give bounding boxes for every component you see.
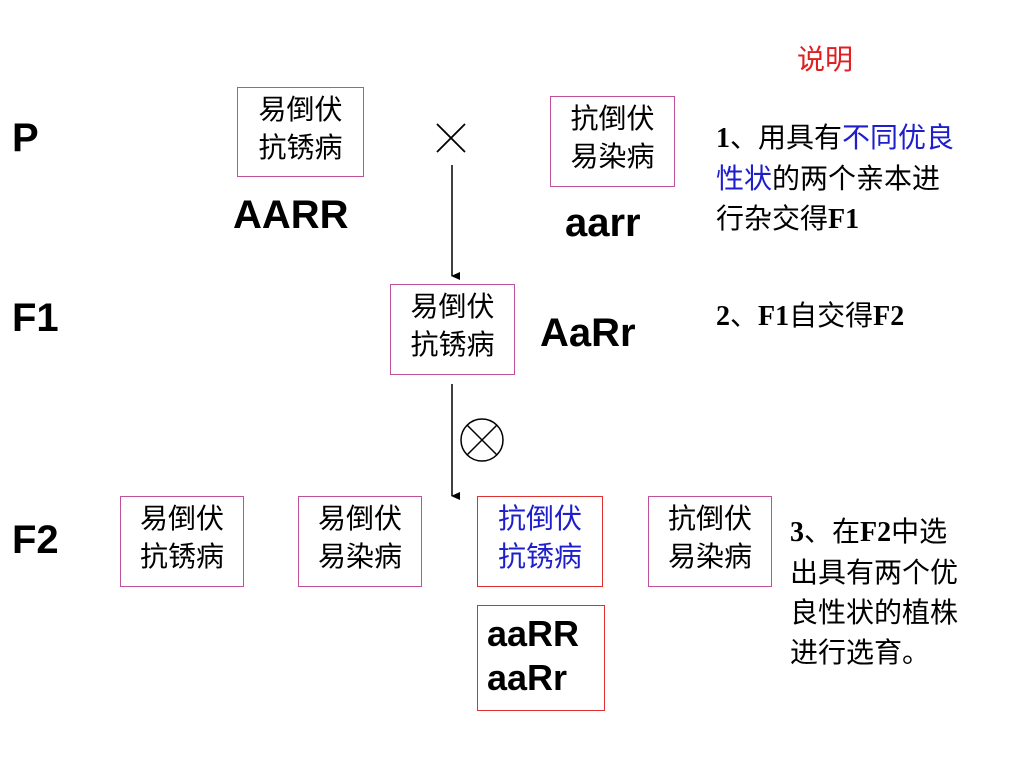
f1-trait-2: 抗锈病 bbox=[410, 328, 495, 361]
note-3-line-4: 进行选育。 bbox=[790, 636, 931, 669]
f2-box-2-trait-2: 易染病 bbox=[317, 540, 402, 573]
notes-title: 说明 bbox=[797, 43, 854, 76]
parent-left-trait-2: 抗锈病 bbox=[258, 131, 343, 164]
parent-right-phenotype-box: 抗倒伏 易染病 bbox=[550, 96, 675, 187]
generation-f1-label: F1 bbox=[12, 296, 59, 340]
note-1-post: 的两个亲本进 bbox=[772, 162, 941, 195]
parent-left-genotype: AARR bbox=[233, 193, 349, 237]
parent-right-genotype: aarr bbox=[565, 201, 641, 245]
note-1-f1: F1 bbox=[828, 204, 860, 235]
generation-f2-label: F2 bbox=[12, 518, 59, 562]
generation-p-label: P bbox=[12, 116, 39, 160]
f2-box-1-trait-1: 易倒伏 bbox=[139, 502, 224, 535]
selfing-icon bbox=[460, 418, 504, 462]
note-3-c: 中选 bbox=[891, 515, 948, 548]
note-1-highlight-2: 性状 bbox=[716, 162, 773, 195]
selected-genotypes-box: aaRR aaRr bbox=[477, 605, 605, 711]
note-3-line-2: 出具有两个优 bbox=[790, 556, 959, 589]
f1-phenotype-box: 易倒伏 抗锈病 bbox=[390, 284, 515, 375]
note-3: 3、在F2中选 出具有两个优 良性状的植株 进行选育。 bbox=[790, 512, 1020, 673]
note-3-f2: F2 bbox=[860, 517, 892, 548]
note-2-line-1: 2、F1自交得F2 bbox=[716, 296, 1016, 337]
f1-trait-1: 易倒伏 bbox=[410, 290, 495, 323]
f2-box-2-trait-1: 易倒伏 bbox=[317, 502, 402, 535]
parent-left-phenotype-box: 易倒伏 抗锈病 bbox=[237, 87, 364, 177]
note-2-f2: F2 bbox=[873, 301, 905, 332]
cross-icon bbox=[436, 123, 466, 153]
note-3-a: 在 bbox=[832, 515, 861, 548]
f2-phenotype-box-1: 易倒伏 抗锈病 bbox=[120, 496, 244, 587]
note-3-sep: 、 bbox=[804, 515, 833, 548]
note-1-line-3a: 行杂交得 bbox=[716, 202, 829, 235]
note-3-number: 3 bbox=[790, 517, 804, 548]
note-1-line-3: 行杂交得F1 bbox=[716, 199, 1016, 240]
note-1-sep: 、 bbox=[730, 121, 759, 154]
f2-phenotype-box-4: 抗倒伏 易染病 bbox=[648, 496, 772, 587]
note-1: 1、用具有不同优良 性状的两个亲本进 行杂交得F1 bbox=[716, 118, 1016, 240]
note-1-line-1: 1、用具有不同优良 bbox=[716, 118, 1016, 159]
f2-box-1-trait-2: 抗锈病 bbox=[139, 540, 224, 573]
note-1-pre: 用具有 bbox=[758, 121, 843, 154]
note-3-line-3: 良性状的植株 bbox=[790, 596, 959, 629]
note-1-highlight-1: 不同优良 bbox=[842, 121, 955, 154]
parent-left-trait-1: 易倒伏 bbox=[258, 93, 343, 126]
f2-phenotype-box-2: 易倒伏 易染病 bbox=[298, 496, 422, 587]
note-1-line-2: 性状的两个亲本进 bbox=[716, 159, 1016, 199]
f2-box-4-trait-2: 易染病 bbox=[667, 540, 752, 573]
parent-right-trait-2: 易染病 bbox=[570, 140, 655, 173]
f2-box-3-trait-2: 抗锈病 bbox=[497, 540, 582, 573]
f2-phenotype-box-3-selected: 抗倒伏 抗锈病 bbox=[477, 496, 603, 587]
selected-genotype-2: aaRr bbox=[487, 657, 568, 698]
parent-right-trait-1: 抗倒伏 bbox=[570, 102, 655, 135]
f2-box-3-trait-1: 抗倒伏 bbox=[497, 502, 582, 535]
note-2-f1: F1 bbox=[758, 301, 790, 332]
note-2-text: 自交得 bbox=[789, 299, 874, 332]
f2-box-4-trait-1: 抗倒伏 bbox=[667, 502, 752, 535]
selected-genotype-1: aaRR bbox=[487, 613, 580, 654]
note-3-line-1: 3、在F2中选 bbox=[790, 512, 1020, 553]
note-1-number: 1 bbox=[716, 123, 730, 154]
note-2-sep: 、 bbox=[730, 299, 759, 332]
f1-genotype: AaRr bbox=[540, 311, 636, 355]
note-2: 2、F1自交得F2 bbox=[716, 296, 1016, 337]
note-2-number: 2 bbox=[716, 301, 730, 332]
